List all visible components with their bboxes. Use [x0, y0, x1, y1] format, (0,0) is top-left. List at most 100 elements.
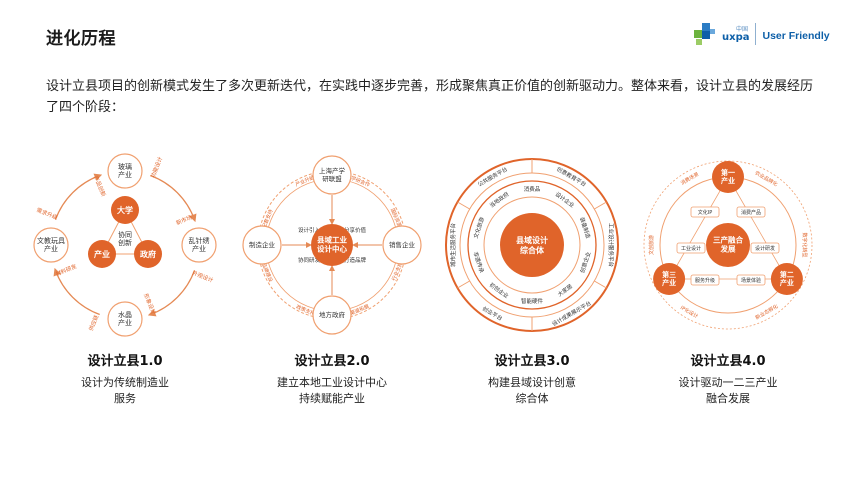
stage-3-desc-line: 综合体	[515, 392, 549, 405]
partner-node-label: 上海产学研联盟	[319, 166, 346, 183]
partner-node-label: 销售企业	[389, 240, 416, 249]
logo-userfriendly-text: User Friendly	[762, 30, 830, 42]
ring-label: 产业升级	[294, 173, 315, 187]
industry-node-label: 文教玩具产业	[37, 236, 65, 253]
partner-node-label: 制造企业	[249, 240, 276, 249]
center-node	[706, 223, 750, 267]
logo-cn-text: 中国	[736, 26, 749, 33]
center-node-label: 县域工业设计中心	[317, 235, 347, 254]
arrow-label: 新市场	[175, 212, 194, 226]
ring-label: 文创旅游	[648, 235, 655, 255]
arrow-label: 供应链	[86, 313, 100, 332]
stage-2-desc-line: 持续赋能产业	[299, 392, 365, 405]
tag-label: 场景体验	[741, 277, 761, 284]
cycle-arrow	[150, 174, 197, 223]
stage-1-diagram: 功能设计新市场外观设计形象设计供应链材料研发需求升级产品创新玻璃产业乱针绣产业水…	[30, 150, 220, 340]
industry-node-label: 乱针绣产业	[189, 236, 210, 253]
center-triangle	[101, 208, 149, 255]
center-node	[88, 240, 116, 268]
center-node	[311, 224, 353, 266]
inner-segment-label: 当地政府	[488, 189, 511, 209]
arrow-label: 材料研发	[54, 261, 78, 277]
tag-label: 文化IP	[698, 209, 713, 216]
stage-3-title: 设计立县3.0	[494, 354, 570, 369]
stage-2-title: 设计立县2.0	[294, 354, 370, 369]
ring-label: IP化设计	[679, 304, 699, 320]
industry-node-label: 第二产业	[780, 270, 794, 287]
stage-4-title: 设计立县4.0	[690, 354, 766, 369]
tag-label: 工业设计	[681, 245, 701, 252]
segment-divider	[594, 201, 607, 210]
stage-3-desc-line: 构建县域设计创意	[488, 376, 576, 389]
tag-box	[690, 274, 720, 286]
stage-2-desc: 建立本地工业设计中心 持续赋能产业	[237, 375, 427, 407]
industry-node	[712, 161, 744, 193]
logo-divider	[755, 23, 757, 45]
outer-ring	[643, 160, 813, 330]
industry-node-label: 水晶产业	[118, 310, 132, 327]
industry-node	[107, 153, 143, 189]
ring-label: 国际资源	[389, 207, 403, 228]
center-node-label: 产业	[94, 249, 110, 259]
uxpa-logo-icon	[692, 20, 720, 48]
stage-3-diagram: 创意教育平台工业设计服务平台设计成果展示平台创业平台城市生活服务平台公共服务平台…	[437, 150, 627, 340]
center-node-label: 三产融合发展	[713, 235, 743, 254]
industry-node-label: 玻璃产业	[118, 162, 132, 179]
outer-segment-label: 创业平台	[481, 304, 504, 322]
arrow-label: 外观设计	[191, 268, 215, 284]
partner-node	[382, 225, 422, 265]
center-node-label: 县域设计综合体	[516, 235, 548, 255]
stage-1-title: 设计立县1.0	[87, 354, 163, 369]
stage-1-desc-line: 设计为传统制造业	[81, 376, 169, 389]
tag-box	[750, 242, 780, 254]
center-node	[111, 196, 139, 224]
segment-divider	[457, 201, 470, 210]
inner-ring	[483, 196, 581, 294]
inner-segment-label: 创意企业	[578, 250, 593, 274]
inner-label: 协同研发	[298, 256, 321, 264]
industry-node	[33, 227, 69, 263]
arrow-label: 产品创新	[92, 174, 108, 198]
tag-label: 设计研发	[755, 245, 775, 252]
partner-node	[312, 295, 352, 335]
arrow-label: 功能设计	[148, 155, 164, 179]
cycle-arrow	[53, 267, 100, 316]
ring-label: 新业态孵化	[754, 302, 779, 321]
page-title: 进化历程	[46, 29, 116, 49]
cycle-arrow	[147, 270, 196, 317]
outer-segment-label: 工业设计服务平台	[608, 223, 616, 268]
industry-node	[181, 227, 217, 263]
tag-box	[736, 206, 766, 218]
inner-segment-label: 消费品	[524, 185, 541, 193]
segment-divider	[457, 280, 470, 289]
industry-node-label: 第三产业	[662, 270, 676, 287]
arrow-label: 形象设计	[142, 292, 158, 316]
logo-uxpa-text: uxpa	[722, 31, 750, 43]
inner-label: 分享价值	[344, 226, 367, 234]
outer-segment-label: 城市生活服务平台	[449, 223, 457, 268]
ring-label: 品牌建设	[260, 262, 274, 283]
tag-label: 服务升级	[695, 277, 715, 284]
stage-2-desc-line: 建立本地工业设计中心	[277, 376, 387, 389]
tag-label: 消费产品	[741, 209, 761, 216]
ring-label: 数字化转型	[802, 232, 809, 257]
center-node-label: 大学	[117, 205, 133, 215]
industry-node	[770, 263, 803, 295]
tag-box	[736, 274, 766, 286]
center-node-label: 政府	[140, 249, 156, 259]
industry-node	[107, 301, 143, 337]
center-node	[134, 240, 162, 268]
stage-4-desc-line: 设计驱动一二三产业	[678, 376, 778, 389]
stage-2-diagram: 产学研合作国际资源行业支撑渠道拓展政策支持品牌建设配套支持产业升级上海产学研联盟…	[237, 150, 427, 340]
logo: uxpa 中国 User Friendly	[692, 18, 832, 50]
inner-segment-label: 初创企业	[488, 280, 511, 300]
inner-segment-label: 智能硬件	[521, 297, 544, 305]
ring-label: 消费场景	[679, 170, 700, 186]
stage-1-desc-line: 服务	[114, 392, 136, 405]
center-label: 协同创新	[118, 230, 132, 247]
stage-1-desc: 设计为传统制造业 服务	[30, 375, 220, 407]
industry-node-label: 第一产业	[721, 168, 735, 185]
center-node	[500, 213, 564, 277]
industry-node	[653, 263, 686, 295]
